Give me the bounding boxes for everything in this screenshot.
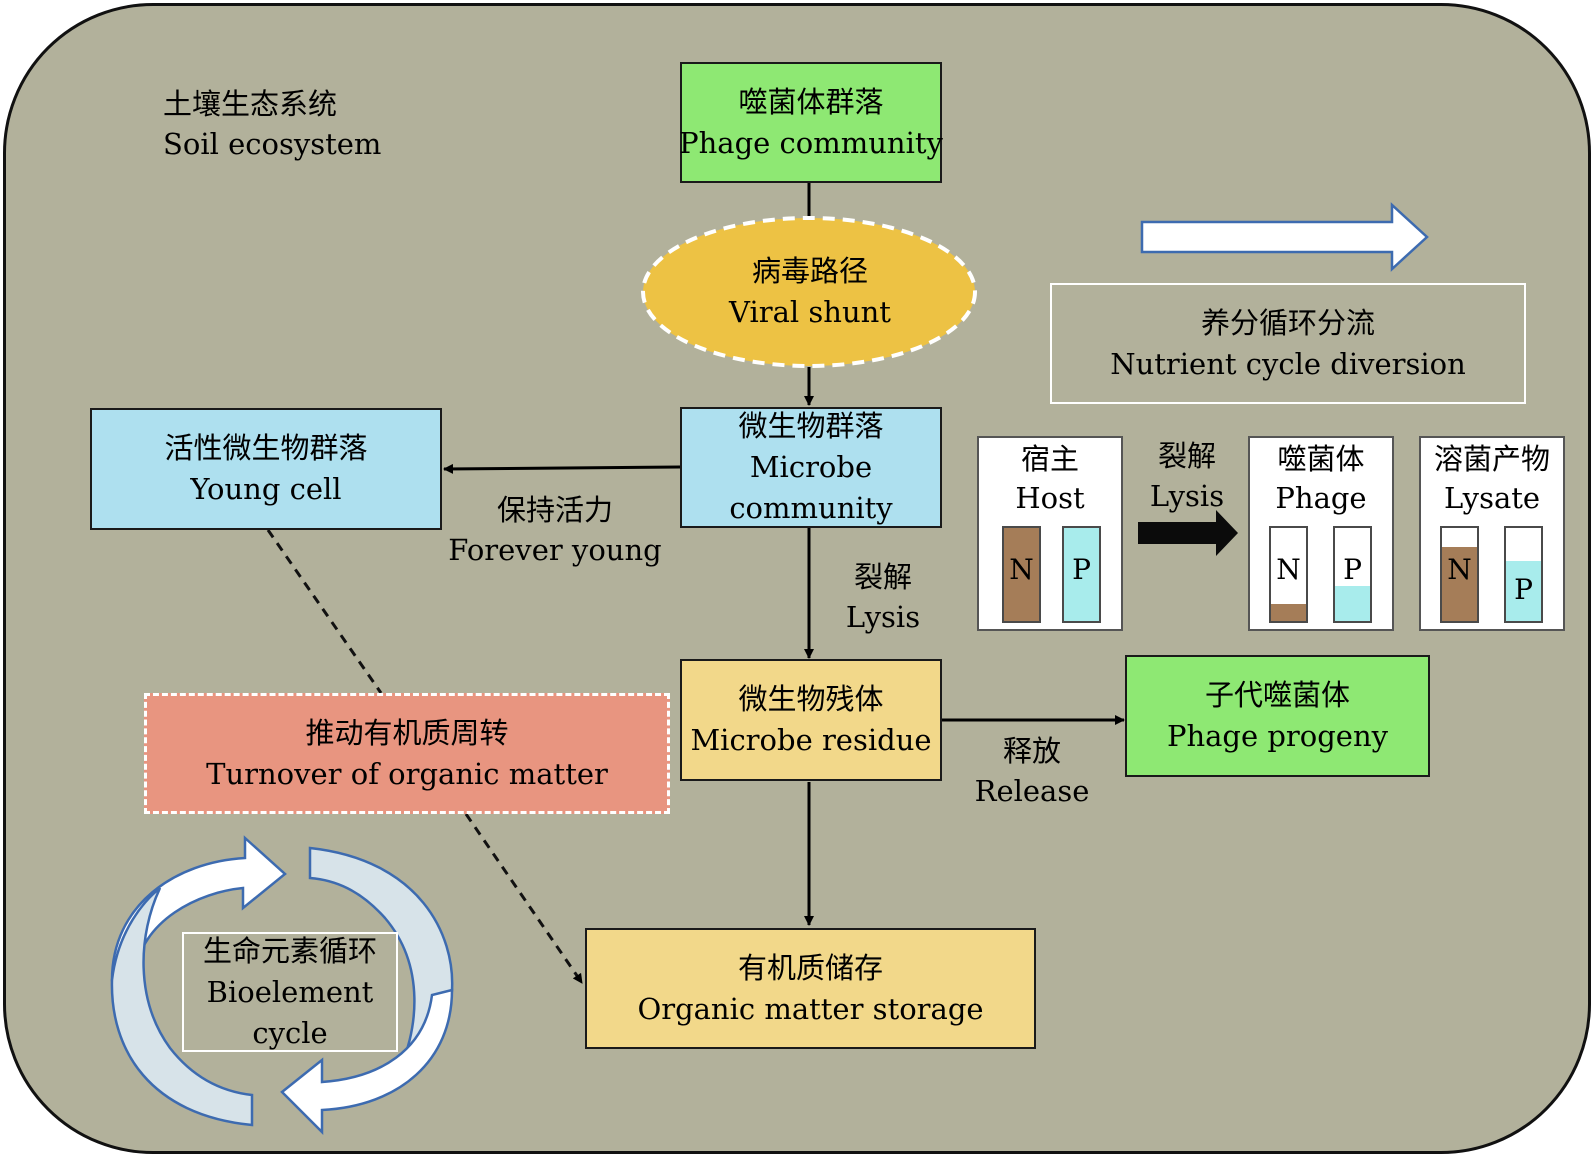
phage-n-letter: N (1276, 553, 1301, 586)
turnover-box: 推动有机质周转 Turnover of organic matter (144, 693, 670, 814)
host-nitrogen-bar: N (1002, 526, 1041, 623)
organic-matter-storage-box: 有机质储存 Organic matter storage (585, 928, 1036, 1049)
nutrient-diversion-box: 养分循环分流 Nutrient cycle diversion (1050, 283, 1526, 404)
host-phosphorus-bar: P (1062, 526, 1101, 623)
phage-nitrogen-bar: N (1269, 526, 1308, 623)
host-panel: 宿主 Host N P (977, 436, 1123, 631)
lysate-nitrogen-bar: N (1440, 526, 1479, 623)
host-n-letter: N (1009, 553, 1034, 586)
host-phosphorus-fill (1064, 528, 1099, 621)
lysate-title: 溶菌产物 Lysate (1433, 442, 1550, 515)
phage-nitrogen-fill (1271, 604, 1306, 621)
lysis-label: 裂解 Lysis (845, 560, 921, 634)
cycle-arrow-left (110, 887, 254, 1127)
forever-young-label: 保持活力 Forever young (448, 493, 662, 567)
ecosystem-label: 土壤生态系统 Soil ecosystem (163, 87, 382, 161)
lysate-panel: 溶菌产物 Lysate N P (1419, 436, 1565, 631)
phage-panel: 噬菌体 Phage N P (1248, 436, 1394, 631)
nutrient-diversion-arrow (1140, 202, 1429, 272)
phage-phosphorus-bar: P (1333, 526, 1372, 623)
microbe-community-box: 微生物群落 Microbe community (680, 407, 942, 528)
lysate-p-letter: P (1514, 573, 1533, 606)
inset-lysis-arrow (1138, 510, 1238, 556)
phage-community-box: 噬菌体群落 Phage community (679, 62, 943, 183)
lysate-n-letter: N (1447, 553, 1472, 586)
phage-progeny-box: 子代噬菌体 Phage progeny (1125, 655, 1430, 777)
phage-p-letter: P (1343, 553, 1362, 586)
microbe-residue-box: 微生物残体 Microbe residue (680, 659, 942, 781)
cycle-arrow-top (110, 835, 287, 982)
lysate-phosphorus-fill (1506, 560, 1541, 621)
release-label: 释放 Release (974, 734, 1090, 808)
young-cell-box: 活性微生物群落 Young cell (90, 408, 442, 530)
dashed-young-to-turnover (266, 529, 383, 694)
lysate-nitrogen-fill (1442, 546, 1477, 621)
viral-shunt-label: 病毒路径 Viral shunt (729, 254, 891, 329)
cycle-arrow-bottom (280, 988, 454, 1136)
host-nitrogen-fill (1004, 528, 1039, 621)
phage-title: 噬菌体 Phage (1275, 442, 1367, 515)
dashed-turnover-to-storage (464, 813, 584, 984)
phage-phosphorus-fill (1335, 585, 1370, 621)
arrow-microbe-to-young (443, 463, 681, 474)
host-p-letter: P (1072, 553, 1091, 586)
inset-lysis-label: 裂解 Lysis (1149, 439, 1225, 513)
bioelement-cycle-box: 生命元素循环 Bioelement cycle (182, 932, 398, 1052)
viral-shunt-ellipse (641, 216, 977, 368)
lysate-phosphorus-bar: P (1504, 526, 1543, 623)
host-title: 宿主 Host (1015, 442, 1085, 515)
